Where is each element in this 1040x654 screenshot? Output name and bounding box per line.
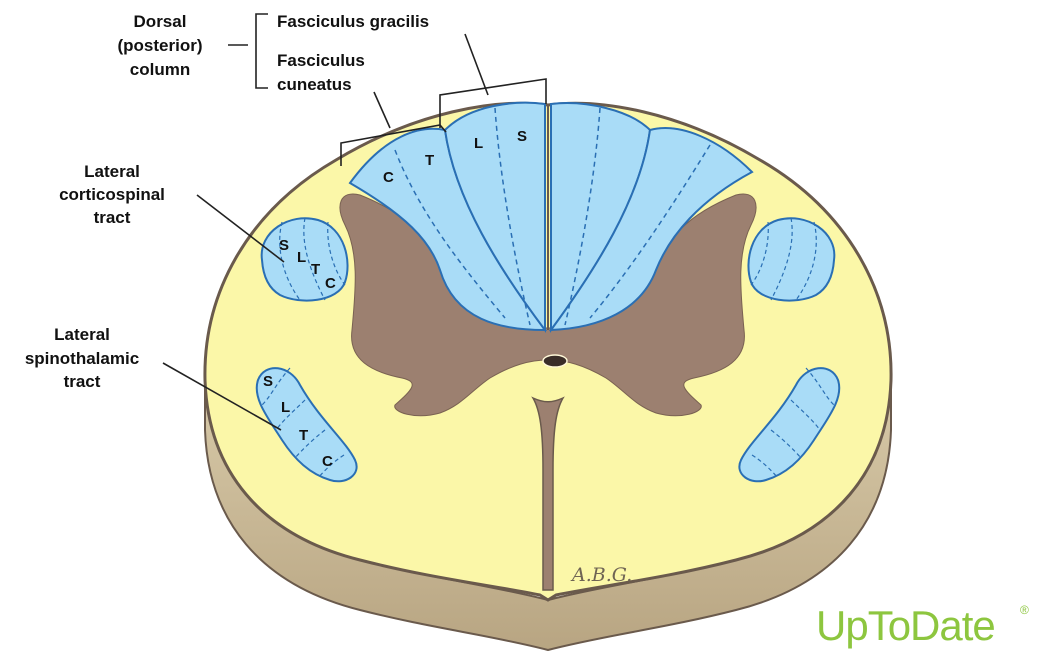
brand-name: UpToDate <box>816 602 995 649</box>
dorsal-column-label-line1: Dorsal <box>134 12 187 31</box>
gracilis-segment-s: S <box>517 128 527 145</box>
central-canal <box>543 355 567 367</box>
corticospinal-label-line3: tract <box>94 208 131 227</box>
corticospinal-label-line2: corticospinal <box>59 185 165 204</box>
spinothalamic-segment-l: L <box>281 399 290 416</box>
dorsal-column-brace <box>256 14 268 88</box>
corticospinal-label-line1: Lateral <box>84 162 140 181</box>
spinothalamic-segment-s: S <box>263 373 273 390</box>
brand-registered-mark: ® <box>1020 603 1029 617</box>
corticospinal-segment-t: T <box>311 261 320 278</box>
spinothalamic-label-line2: spinothalamic <box>25 349 139 368</box>
spinothalamic-segment-c: C <box>322 453 333 470</box>
corticospinal-segment-c: C <box>325 275 336 292</box>
gracilis-segment-l: L <box>474 135 483 152</box>
spinothalamic-label-line3: tract <box>64 372 101 391</box>
gracilis-leader-line <box>465 34 488 95</box>
cuneatus-leader-line <box>374 92 390 128</box>
fasciculus-cuneatus-label-line1: Fasciculus <box>277 51 365 70</box>
cuneatus-segment-c: C <box>383 169 394 186</box>
spinothalamic-label-line1: Lateral <box>54 325 110 344</box>
artist-signature: A.B.G. <box>570 564 632 586</box>
fasciculus-cuneatus-label-line2: cuneatus <box>277 75 352 94</box>
corticospinal-segment-s: S <box>279 237 289 254</box>
uptodate-logo: UpToDate ® <box>816 602 1029 649</box>
spinothalamic-segment-t: T <box>299 427 308 444</box>
dorsal-column-label-line2: (posterior) <box>118 36 203 55</box>
cuneatus-segment-t: T <box>425 152 434 169</box>
fasciculus-gracilis-label: Fasciculus gracilis <box>277 12 429 31</box>
corticospinal-segment-l: L <box>297 249 306 266</box>
right-lateral-corticospinal-tract <box>748 218 834 300</box>
dorsal-column-label-line3: column <box>130 60 190 79</box>
